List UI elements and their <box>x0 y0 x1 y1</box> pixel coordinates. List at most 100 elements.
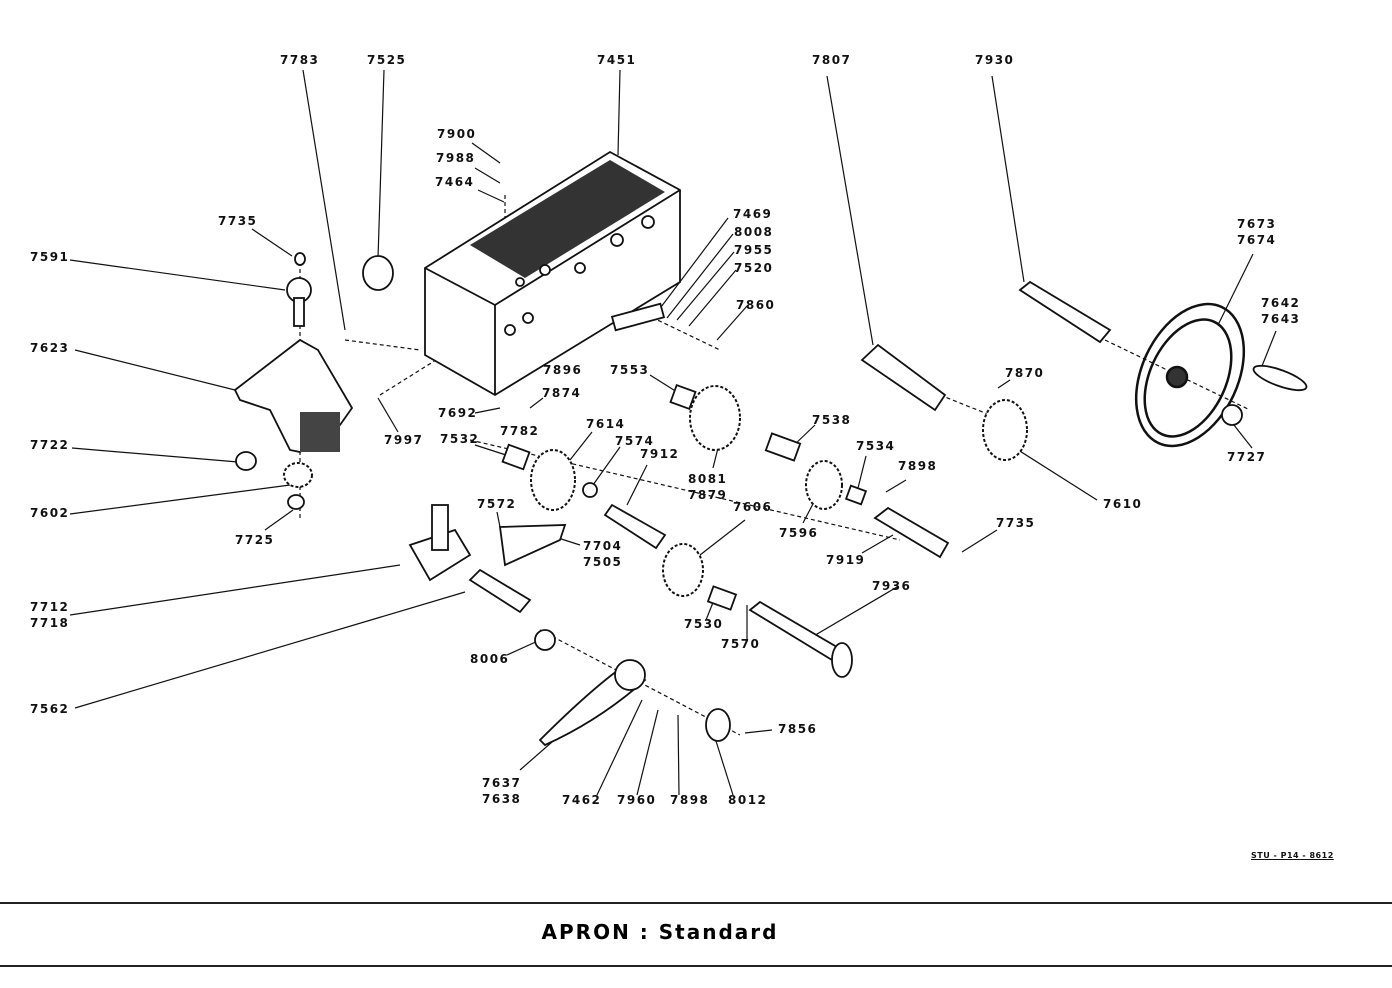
leader-7606 <box>699 519 746 556</box>
part-label: 7596 <box>779 526 819 540</box>
part-label: 7591 <box>30 250 70 264</box>
hand-wheel <box>1134 302 1246 448</box>
leader-7898b <box>677 714 680 796</box>
part-label: 7637 7638 <box>482 776 522 806</box>
page-title: APRON : Standard <box>541 920 779 944</box>
part-label: 7722 <box>30 438 70 452</box>
part-label: 7988 <box>436 151 476 165</box>
leader-7870 <box>997 379 1011 389</box>
gears <box>283 385 1028 597</box>
part-label: 7532 <box>440 432 480 446</box>
leader-7997 <box>377 397 399 433</box>
small-parts <box>235 252 1308 747</box>
part-label: 7807 <box>812 53 852 67</box>
part-label: 8081 7879 <box>688 472 728 502</box>
part-label: 7936 <box>872 579 912 593</box>
part-label: 7606 <box>733 500 773 514</box>
leader-7807 <box>826 75 874 346</box>
part-label: 7642 7643 <box>1261 296 1301 326</box>
part-label: 7614 <box>586 417 626 431</box>
part-label: 7525 <box>367 53 407 67</box>
leader-7614 <box>569 431 593 461</box>
gear-7596 <box>805 460 843 510</box>
shafts <box>408 280 1112 678</box>
part-label: 7997 <box>384 433 424 447</box>
leader-7783 <box>302 69 346 331</box>
leader-7532 <box>474 444 507 456</box>
apron-housing <box>424 150 681 397</box>
leader-7722 <box>71 447 239 463</box>
part-label: 7912 <box>640 447 680 461</box>
leader-7642 <box>1261 330 1277 367</box>
bracket <box>233 338 354 453</box>
leader-7591 <box>69 259 286 291</box>
part-label: 7610 <box>1103 497 1143 511</box>
part-label: 7570 <box>721 637 761 651</box>
leader-7520 <box>688 269 737 327</box>
leader-7960 <box>636 709 659 796</box>
leader-7930 <box>991 75 1025 283</box>
part-label: 7898 <box>898 459 938 473</box>
leader-7464 <box>477 189 505 203</box>
gear-7606 <box>662 543 704 597</box>
part-label: 7930 <box>975 53 1015 67</box>
part-label: 7960 <box>617 793 657 807</box>
part-label: 7735 <box>218 214 258 228</box>
leader-7735a <box>251 228 293 257</box>
leader-7673 <box>1217 253 1254 326</box>
leader-7919 <box>861 534 894 554</box>
leader-7610 <box>1014 447 1098 501</box>
part-label: 7469 <box>733 207 773 221</box>
part-label: 7896 <box>543 363 583 377</box>
part-label: 7704 7505 <box>583 539 623 569</box>
part-label: 7900 <box>437 127 477 141</box>
gear-7602 <box>283 462 313 488</box>
part-label: 7602 <box>30 506 70 520</box>
leader-7469 <box>654 217 729 316</box>
leader-7623 <box>74 349 236 391</box>
leader-7856 <box>744 729 773 734</box>
leader-7712 <box>69 564 401 616</box>
leader-7988 <box>474 167 501 184</box>
leader-7725 <box>264 509 294 531</box>
leader-7912 <box>626 464 648 506</box>
part-label: 7727 <box>1227 450 1267 464</box>
part-label: 7860 <box>736 298 776 312</box>
leader-7874 <box>529 397 544 409</box>
leader-7955 <box>676 251 735 321</box>
part-label: 7692 <box>438 406 478 420</box>
part-label: 7898 <box>670 793 710 807</box>
part-label: 7462 <box>562 793 602 807</box>
gear-7614 <box>530 449 576 511</box>
part-label: 7451 <box>597 53 637 67</box>
part-label: 7783 <box>280 53 320 67</box>
leader-7534 <box>856 455 867 493</box>
leader-7735b <box>961 529 998 553</box>
axis-line <box>344 339 421 351</box>
part-label: 7530 <box>684 617 724 631</box>
part-label: 7725 <box>235 533 275 547</box>
axis-line <box>939 394 991 416</box>
leader-7692 <box>474 407 501 414</box>
part-label: 7538 <box>812 413 852 427</box>
drawing-code: STU - P14 - 8612 <box>1251 851 1334 860</box>
part-label: 7572 <box>477 497 517 511</box>
part-label: 7955 <box>734 243 774 257</box>
leader-7860 <box>716 305 748 341</box>
part-label: 7856 <box>778 722 818 736</box>
part-label: 7782 <box>500 424 540 438</box>
part-label: 7520 <box>734 261 774 275</box>
leader-7936 <box>811 586 898 638</box>
part-label: 8006 <box>470 652 510 666</box>
part-label: 8012 <box>728 793 768 807</box>
leader-7451 <box>617 69 621 156</box>
leader-8008 <box>666 233 734 319</box>
part-label: 7673 7674 <box>1237 217 1277 247</box>
part-label: 7870 <box>1005 366 1045 380</box>
leader-7602 <box>69 484 291 515</box>
leader-7553 <box>649 374 678 393</box>
leader-7900 <box>471 142 501 164</box>
part-label: 7534 <box>856 439 896 453</box>
leader-7898a <box>885 479 907 493</box>
